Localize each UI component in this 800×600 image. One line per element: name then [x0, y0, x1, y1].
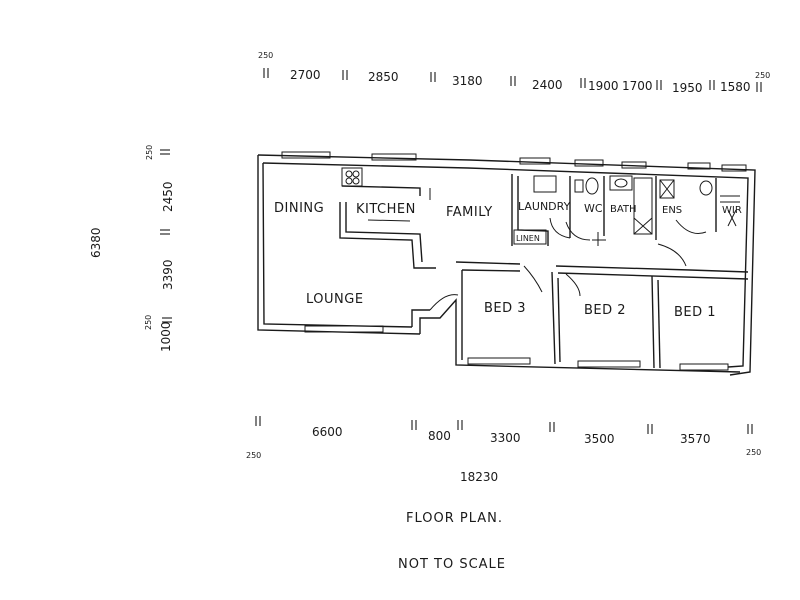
basin-bowl	[614, 178, 628, 188]
sink-bowl	[352, 170, 360, 178]
laundry-door-swing	[549, 217, 571, 239]
room-label-family: FAMILY	[446, 205, 493, 220]
overall-width-label: 18230	[460, 470, 498, 484]
room-label-dining: DINING	[274, 201, 324, 216]
bed3-door-swing	[523, 265, 543, 293]
robe-cross	[727, 209, 737, 227]
shower-cross	[633, 217, 653, 235]
bed1-door-swing	[657, 243, 687, 267]
scale-note: NOT TO SCALE	[398, 557, 506, 572]
room-label-wc: WC	[584, 202, 603, 215]
kitchen-bench-line	[367, 219, 411, 222]
outer-wall-line	[257, 154, 756, 376]
windows	[281, 151, 747, 371]
room-label-ens: ENS	[662, 205, 682, 216]
overall-depth-label: 6380	[89, 227, 103, 258]
entry-door-swing	[429, 294, 459, 311]
window	[519, 157, 551, 165]
sink-bowl	[345, 177, 353, 185]
room-labels: DINING KITCHEN FAMILY LAUNDRY WC BATH EN…	[274, 200, 742, 320]
bathtub	[633, 177, 653, 235]
kitchen-sink	[341, 167, 363, 187]
linen-cupboard	[513, 229, 547, 245]
top-dim-label: 3180	[452, 74, 483, 88]
toilet-icon	[585, 177, 599, 195]
top-dimension-string: 250 2700 2850 3180 2400 1900 1700 1950 1…	[258, 51, 770, 95]
window	[281, 151, 331, 159]
bottom-dim-label: 250	[246, 451, 261, 460]
bottom-dim-label: 250	[746, 448, 761, 457]
bed2-door-swing	[565, 273, 581, 297]
window	[687, 162, 711, 170]
outer-wall-line	[419, 298, 741, 373]
bed3-bed2-wall	[557, 277, 561, 363]
top-dim-label: 2700	[290, 68, 321, 82]
inner-wall-line	[262, 162, 749, 368]
bottom-dimension-string: 250 6600 800 3300 3500 3570 250	[246, 416, 761, 460]
top-dim-label: 2850	[368, 70, 399, 84]
room-label-bath: BATH	[610, 204, 637, 215]
bottom-dim-label: 3570	[680, 432, 711, 446]
left-dim-label: 1000	[159, 321, 173, 352]
wc-door-swing	[565, 221, 591, 241]
window	[467, 357, 531, 365]
window	[304, 325, 384, 333]
bed3-bed2-wall	[551, 271, 556, 365]
internal-walls	[339, 167, 749, 369]
robe-shelf	[720, 195, 740, 203]
top-dim-label: 2400	[532, 78, 563, 92]
outer-wall-line	[257, 155, 421, 335]
top-dim-label: 1900	[588, 79, 619, 93]
bottom-dim-label: 6600	[312, 425, 343, 439]
room-label-wir: WIR	[722, 205, 742, 216]
window	[574, 159, 604, 167]
window	[371, 153, 417, 161]
room-label-kitchen: KITCHEN	[356, 202, 416, 217]
room-label-bed2: BED 2	[584, 303, 626, 318]
shower-cross	[659, 179, 675, 199]
kitchen-wall	[339, 202, 436, 269]
window	[621, 161, 647, 169]
left-dim-label: 250	[144, 315, 153, 330]
kitchen-bench	[341, 185, 421, 196]
bed2-bed1-wall	[651, 275, 655, 369]
toilet-icon	[699, 180, 713, 196]
left-dim-label: 2450	[161, 181, 175, 212]
inner-wall-line	[411, 309, 430, 327]
ens-shower	[659, 179, 675, 199]
basin	[609, 175, 633, 191]
room-label-laundry: LAUNDRY	[518, 200, 571, 213]
bed2-bed1-wall	[657, 279, 661, 369]
room-label-bed1: BED 1	[674, 305, 716, 320]
window	[577, 360, 641, 368]
bottom-dim-label: 3300	[490, 431, 521, 445]
room-label-linen: LINEN	[516, 234, 540, 243]
laundry-tub	[533, 175, 557, 193]
drawing-title: FLOOR PLAN.	[406, 511, 503, 526]
window	[679, 363, 729, 371]
sink-bowl	[352, 177, 360, 185]
left-dimension-string: 250 2450 3390 250 1000 6380	[89, 145, 175, 352]
window	[721, 164, 747, 172]
kitchen-wall	[345, 202, 423, 263]
bottom-dim-label: 3500	[584, 432, 615, 446]
outer-walls	[257, 154, 756, 376]
top-dim-label: 1950	[672, 81, 703, 95]
top-dim-label: 1580	[720, 80, 751, 94]
corridor-wall	[461, 269, 749, 280]
top-dim-label: 1700	[622, 79, 653, 93]
left-dim-label: 250	[145, 145, 154, 160]
bottom-dim-label: 800	[428, 429, 451, 443]
left-dim-label: 3390	[161, 259, 175, 290]
wc-cistern	[574, 179, 584, 193]
room-label-lounge: LOUNGE	[306, 292, 364, 307]
top-dim-label: 250	[755, 71, 770, 80]
ens-door-swing	[675, 219, 707, 234]
hall-door-mark	[592, 232, 606, 246]
corridor-wall	[455, 261, 749, 273]
room-label-bed3: BED 3	[484, 301, 526, 316]
sink-bowl	[345, 170, 353, 178]
top-dim-label: 250	[258, 51, 273, 60]
